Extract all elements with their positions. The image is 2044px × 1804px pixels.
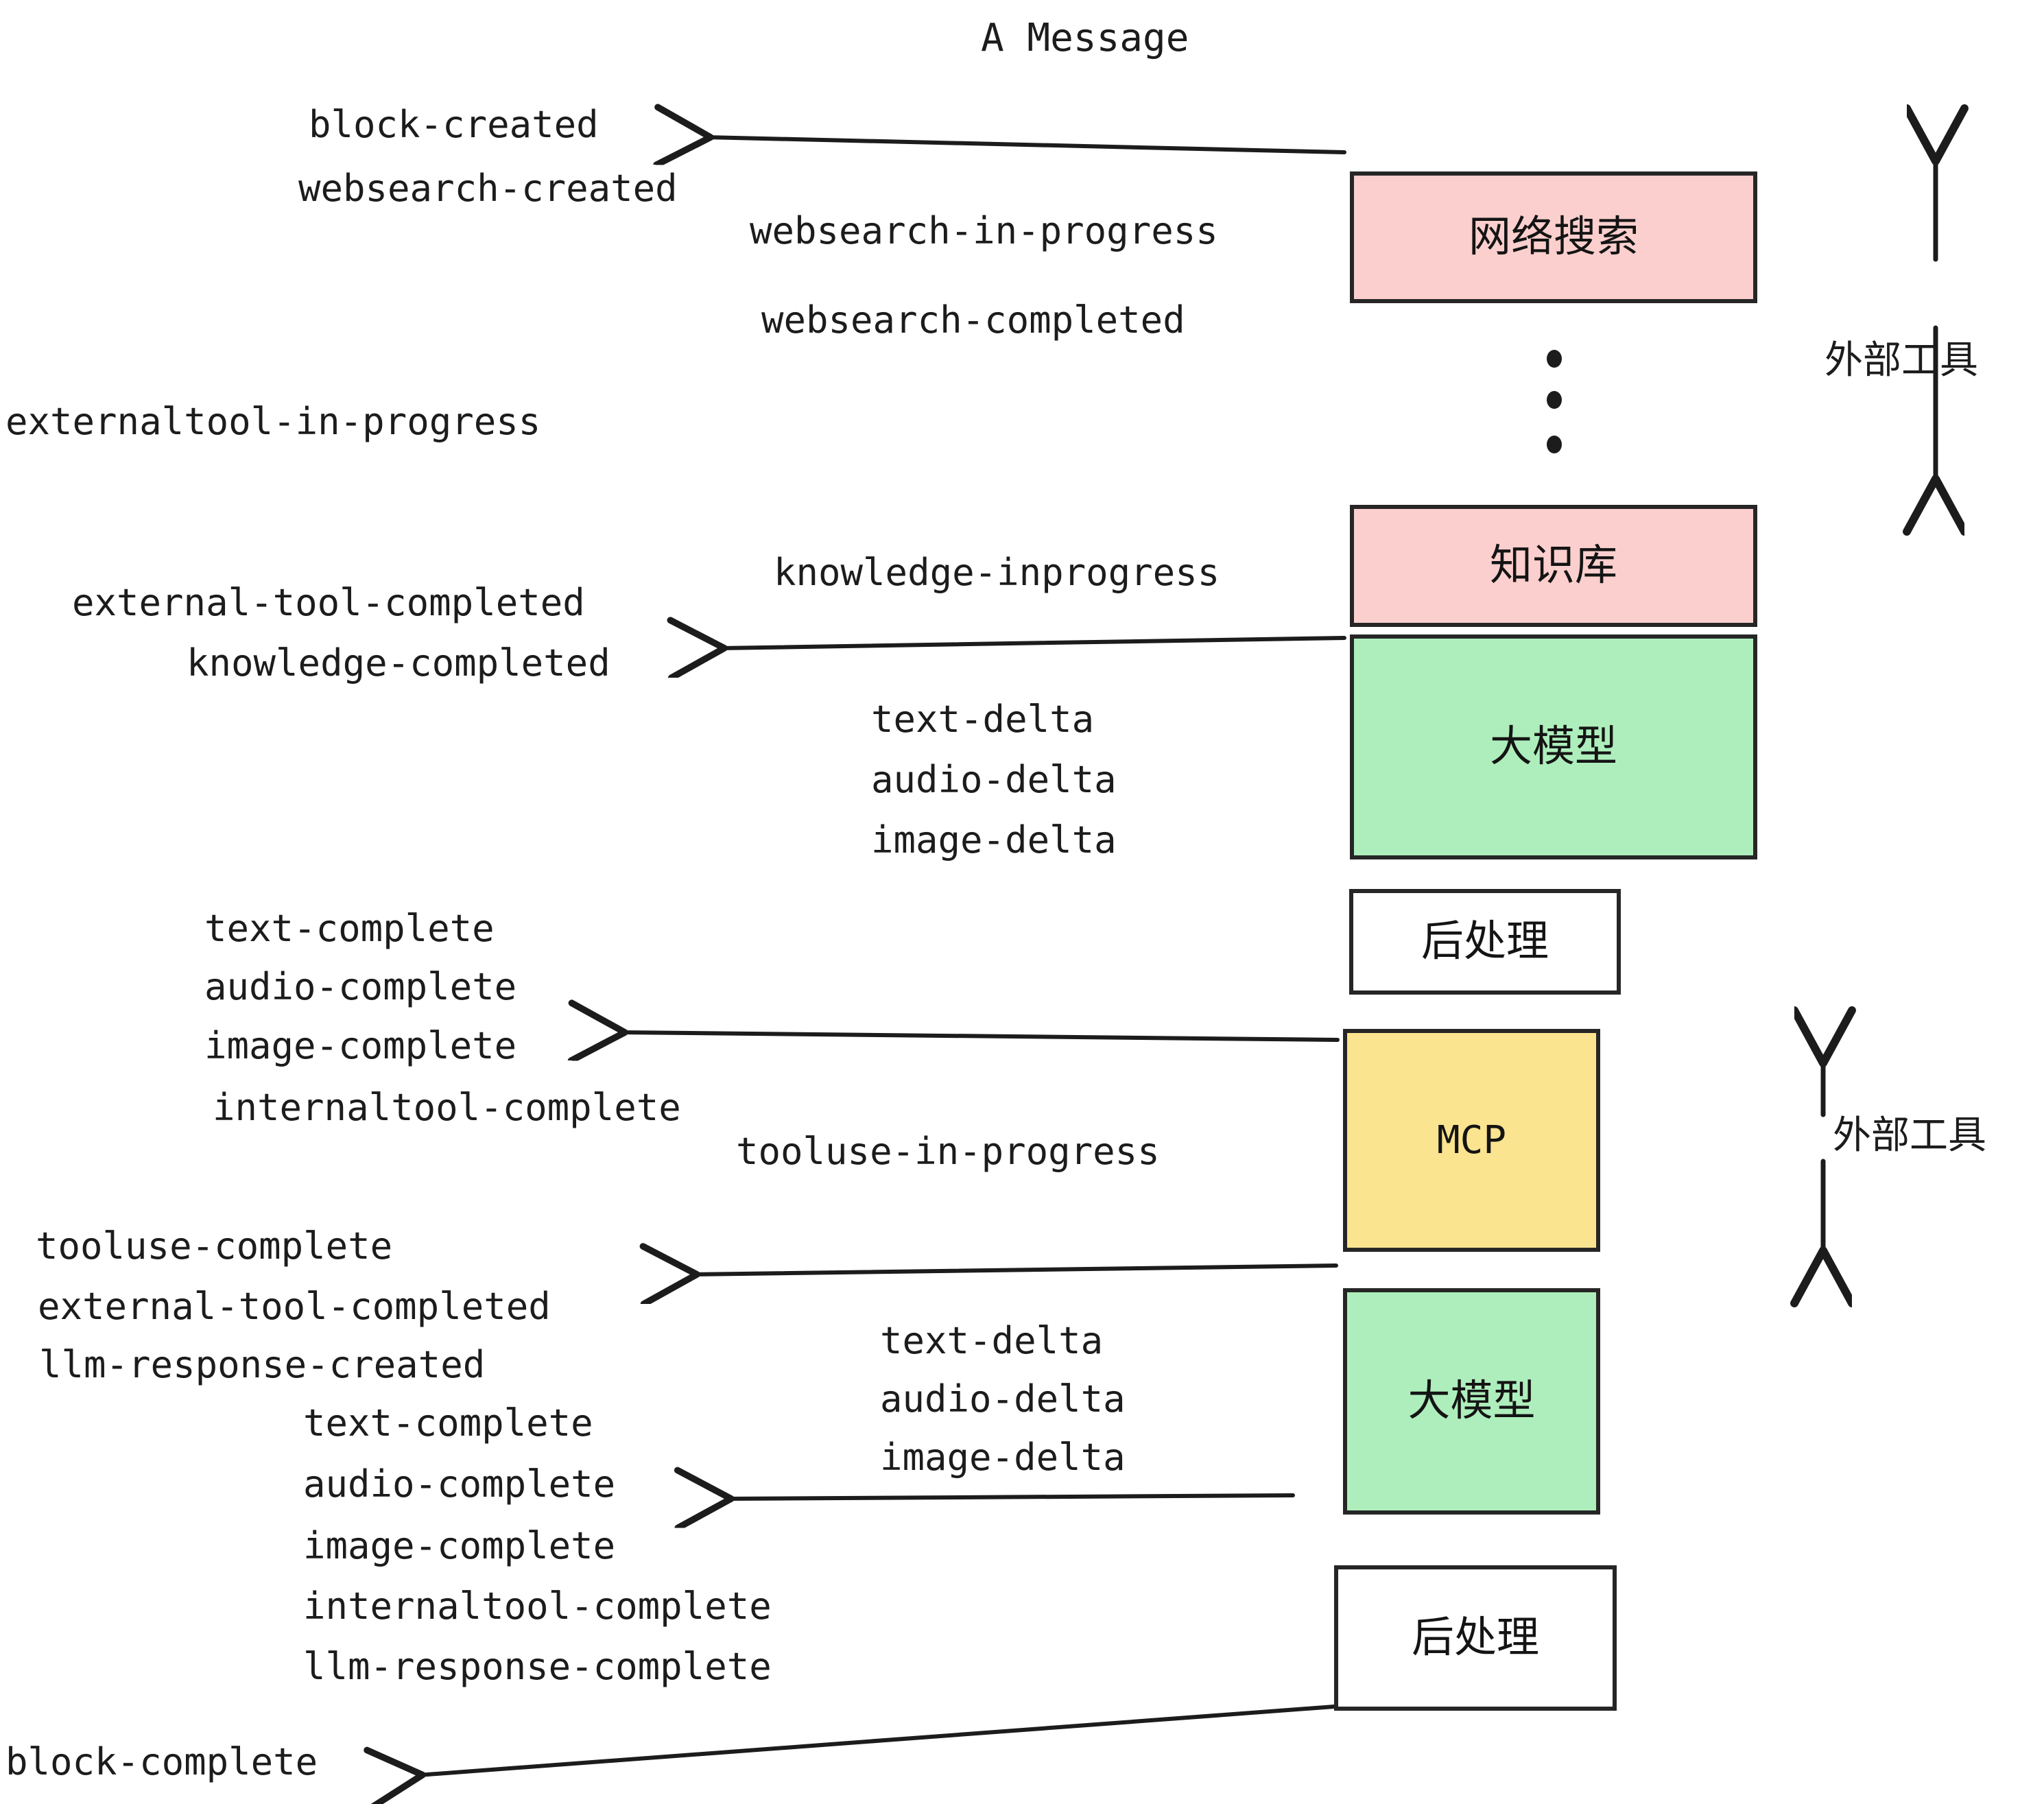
- event-label-text-complete-1: text-complete: [204, 907, 495, 950]
- event-label-llm-response-created: llm-response-created: [39, 1343, 486, 1386]
- arrow-block-complete: [418, 1705, 1336, 1775]
- event-label-audio-complete-1: audio-complete: [204, 965, 517, 1008]
- node-label: 后处理: [1411, 1614, 1539, 1661]
- ellipsis-dot-2: [1547, 391, 1562, 409]
- event-label-text-delta-2: text-delta: [880, 1319, 1104, 1362]
- event-label-externaltool-in-progress: externaltool-in-progress: [5, 400, 541, 443]
- arrow-image-complete: [621, 1032, 1340, 1040]
- event-label-image-delta-1: image-delta: [871, 818, 1117, 862]
- event-label-external-tool-completed-2: external-tool-completed: [38, 1285, 551, 1328]
- arrow-block-created: [706, 137, 1346, 152]
- ellipsis-dot-1: [1547, 350, 1562, 368]
- group-label-external-tools-top: 外部工具: [1825, 338, 1978, 381]
- node-knowledge[interactable]: 知识库: [1350, 505, 1757, 627]
- event-label-llm-response-complete: llm-response-complete: [303, 1645, 772, 1688]
- event-label-block-created: block-created: [309, 103, 599, 146]
- node-mcp[interactable]: MCP: [1343, 1029, 1600, 1252]
- event-label-tooluse-complete: tooluse-complete: [36, 1224, 393, 1268]
- arrow-audio-complete: [727, 1495, 1295, 1499]
- event-label-text-delta-1: text-delta: [871, 698, 1095, 741]
- node-label: MCP: [1436, 1117, 1507, 1163]
- event-label-image-complete-2: image-complete: [303, 1524, 616, 1567]
- node-llm-2[interactable]: 大模型: [1343, 1288, 1600, 1515]
- event-label-block-complete: block-complete: [5, 1740, 318, 1783]
- node-label: 知识库: [1489, 542, 1617, 589]
- event-label-audio-delta-2: audio-delta: [880, 1377, 1126, 1421]
- node-label: 大模型: [1407, 1377, 1536, 1425]
- node-postprocess-1[interactable]: 后处理: [1349, 889, 1621, 995]
- event-label-knowledge-completed: knowledge-completed: [187, 641, 610, 685]
- node-label: 大模型: [1489, 723, 1617, 770]
- event-label-audio-complete-2: audio-complete: [303, 1462, 616, 1506]
- event-label-websearch-in-progress: websearch-in-progress: [750, 209, 1218, 252]
- ellipsis-dot-3: [1547, 436, 1562, 453]
- node-label: 后处理: [1421, 918, 1549, 965]
- arrow-knowledge-completed: [720, 638, 1346, 648]
- node-llm-1[interactable]: 大模型: [1350, 634, 1757, 859]
- event-label-image-complete-1: image-complete: [204, 1024, 517, 1067]
- event-label-text-complete-2: text-complete: [303, 1401, 593, 1445]
- event-label-websearch-completed: websearch-completed: [761, 298, 1185, 342]
- flow-arrows-group: [418, 137, 1346, 1775]
- event-label-external-tool-completed-1: external-tool-completed: [72, 581, 585, 624]
- node-postprocess-2[interactable]: 后处理: [1334, 1565, 1617, 1711]
- event-label-internaltool-complete-2: internaltool-complete: [303, 1585, 772, 1628]
- event-label-websearch-created: websearch-created: [298, 167, 678, 210]
- node-websearch[interactable]: 网络搜索: [1350, 171, 1757, 303]
- event-label-knowledge-inprogress: knowledge-inprogress: [774, 551, 1220, 594]
- event-label-audio-delta-1: audio-delta: [871, 758, 1117, 801]
- event-label-image-delta-2: image-delta: [880, 1436, 1126, 1479]
- event-label-internaltool-complete-1: internaltool-complete: [213, 1086, 681, 1129]
- group-label-external-tools-bottom: 外部工具: [1833, 1113, 1986, 1156]
- group-arrows-group: [1823, 156, 1936, 1255]
- diagram-title: A Message: [981, 16, 1189, 60]
- event-label-tooluse-in-progress: tooluse-in-progress: [736, 1130, 1160, 1173]
- node-label: 网络搜索: [1468, 213, 1639, 261]
- arrow-tooluse-complete: [693, 1266, 1338, 1274]
